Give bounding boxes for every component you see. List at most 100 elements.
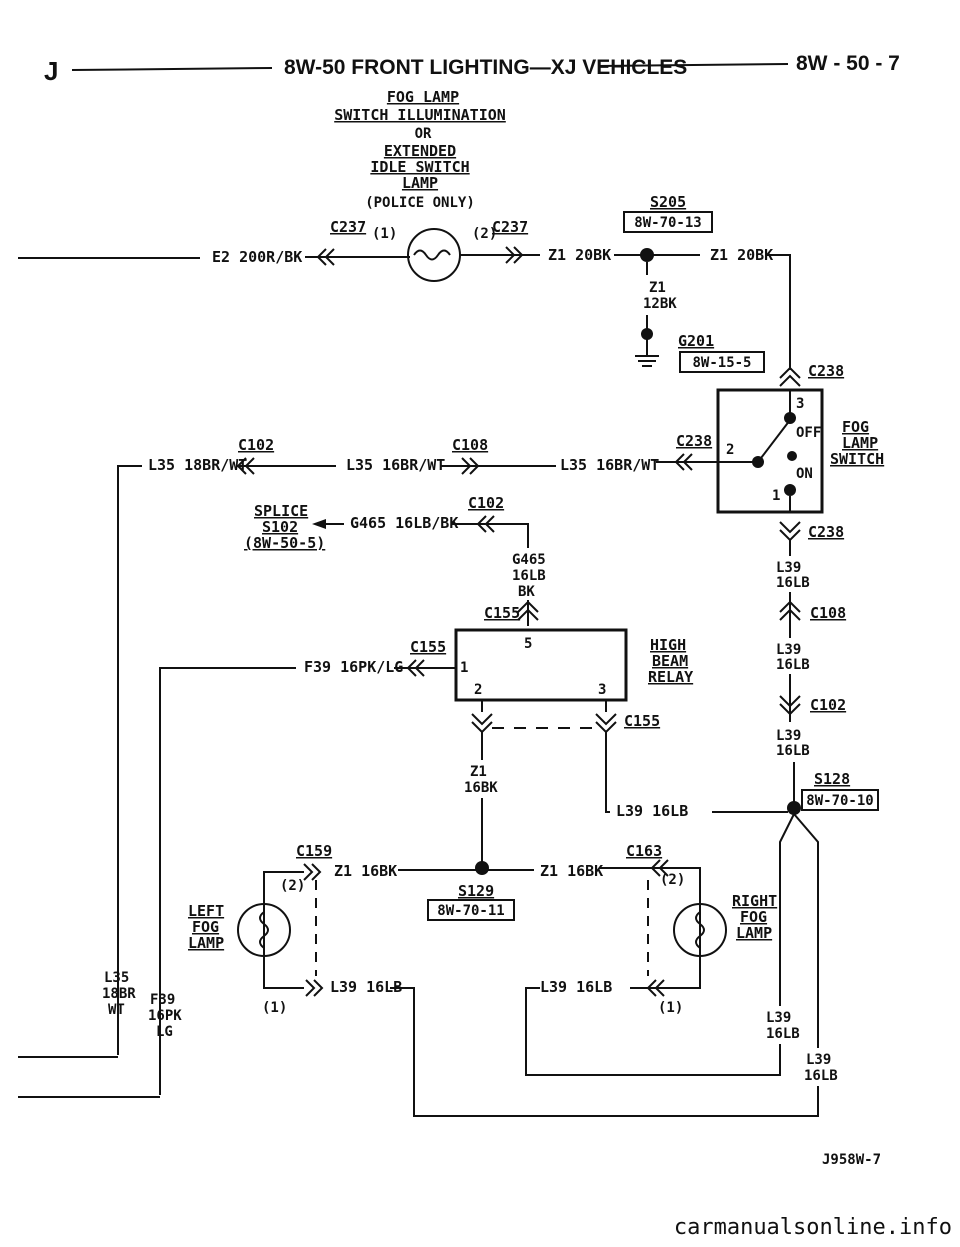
right-lamp-frame <box>664 867 701 989</box>
s128-splice-dot <box>787 801 801 815</box>
wire-label-l39-b-1: L39 <box>776 642 801 658</box>
c163-label: C163 <box>626 842 662 860</box>
header-title: 8W-50 FRONT LIGHTING—XJ VEHICLES <box>284 56 687 79</box>
c238-mid-connector-icon <box>674 453 693 471</box>
lamp-filament-icon <box>413 249 451 261</box>
watermark: carmanualsonline.info <box>0 1212 960 1242</box>
wire-f39-left-vertical <box>159 667 296 1095</box>
wire-l39-right-lamp-return <box>525 987 781 1076</box>
switch-on-label: ON <box>796 466 813 482</box>
top-circuit: E2 200R/BK C237 (1) (2) C237 Z1 20BK S20… <box>18 193 791 373</box>
wire-z1-to-switch <box>766 254 791 370</box>
g201-ref-box <box>679 351 765 373</box>
left-fog-bulb-icon <box>237 903 291 957</box>
wire-label-f39-bottom-1: F39 <box>150 992 175 1008</box>
switch-off-label: OFF <box>796 425 821 441</box>
wire-label-l39-bot2-2: 16LB <box>804 1068 838 1084</box>
c155-top-connector-icon <box>517 600 539 621</box>
wire-label-l39-a-1: L39 <box>776 560 801 576</box>
wire-l39-left-lamp-return <box>390 987 819 1117</box>
c155-left-connector-icon <box>406 659 425 677</box>
wire-label-g465-v-2: 16LB <box>512 568 546 584</box>
wire-l39-relay-down <box>605 732 610 813</box>
right-lamp-pin-2: (2) <box>660 872 685 888</box>
splice-arrow-icon <box>312 519 326 529</box>
wire-label-l35-bottom-2: 18BR <box>102 986 136 1002</box>
illumination-lamp-bulb-icon <box>407 228 461 282</box>
wire-label-z1-20bk-a: Z1 20BK <box>548 246 611 264</box>
g201-label: G201 <box>678 332 714 350</box>
left-fog-label-3: LAMP <box>188 934 224 952</box>
illum-line-3: OR <box>415 126 432 142</box>
switch-contact-on <box>784 484 796 496</box>
c237-right-connector-icon <box>505 246 524 264</box>
right-lamp-pin1-connector-icon <box>646 979 665 997</box>
watermark-svg: carmanualsonline.info <box>674 1215 952 1240</box>
left-lamp-pin1-connector-icon <box>305 979 324 997</box>
c155-pin3-connector-icon <box>595 713 617 734</box>
c102-splice-connector-icon <box>476 515 495 533</box>
c155-top-label: C155 <box>484 604 520 622</box>
s129-ref: 8W-70-11 <box>437 903 504 919</box>
s129-splice-dot <box>475 861 489 875</box>
wire-label-g465-v-1: G465 <box>512 552 546 568</box>
c102-right-label: C102 <box>810 696 846 714</box>
wire-label-l35-a: L35 18BR/WT <box>148 456 247 474</box>
relay-label-3: RELAY <box>648 668 693 686</box>
wire-label-e2: E2 200R/BK <box>212 248 302 266</box>
c159-connector-icon <box>303 863 322 881</box>
right-lamp-pin-1: (1) <box>658 1000 683 1016</box>
fog-switch-label-1: FOG <box>842 418 869 436</box>
wire-label-z1-16bk-l: Z1 16BK <box>334 862 397 880</box>
s205-ref: 8W-70-13 <box>634 215 701 231</box>
g201-ground-dot <box>641 328 653 340</box>
c159-label: C159 <box>296 842 332 860</box>
left-fog-label-2: FOG <box>192 918 219 936</box>
wire-label-l39-bot2-1: L39 <box>806 1052 831 1068</box>
c238-top-label: C238 <box>808 362 844 380</box>
splice-label-1: SPLICE <box>254 502 308 520</box>
illum-line-5: IDLE SWITCH <box>370 158 469 176</box>
l39-right-vertical: L39 16LB C108 L39 16LB C102 L39 16LB S12… <box>390 540 879 1117</box>
watermark-text: carmanualsonline.info <box>674 1215 952 1240</box>
header-letter: J <box>44 56 58 86</box>
switch-lever <box>757 419 791 463</box>
wire-label-l39-bot1-1: L39 <box>766 1010 791 1026</box>
c237-left-label: C237 <box>330 218 366 236</box>
wire-s128-left-branch <box>779 813 795 1006</box>
relay-housing <box>454 628 628 702</box>
wire-label-l35-b: L35 16BR/WT <box>346 456 445 474</box>
wire-label-l39-bot1-2: 16LB <box>766 1026 800 1042</box>
wire-l35-left-vertical <box>117 465 142 1055</box>
wire-label-l39-c-1: L39 <box>776 728 801 744</box>
wire-label-l39-c-2: 16LB <box>776 743 810 759</box>
splice-label-3: (8W-50-5) <box>244 534 325 552</box>
left-lamp-pin-1: (1) <box>262 1000 287 1016</box>
c237-right-label: C237 <box>492 218 528 236</box>
c238-top-connector-icon <box>779 366 801 387</box>
wire-label-l39-left-lamp: L39 16LB <box>330 978 402 996</box>
switch-contact-mid <box>787 451 797 461</box>
s129-label: S129 <box>458 882 494 900</box>
s205-splice-dot <box>640 248 654 262</box>
illum-line-1: FOG LAMP <box>387 88 459 106</box>
right-fog-label-3: LAMP <box>736 924 772 942</box>
wire-label-f39-bottom-2: 16PK <box>148 1008 182 1024</box>
wire-label-z1-12bk-1: Z1 <box>649 280 666 296</box>
wire-label-l35-c: L35 16BR/WT <box>560 456 659 474</box>
splice-label-2: S102 <box>262 518 298 536</box>
right-fog-label-2: FOG <box>740 908 767 926</box>
c102-left-label: C102 <box>238 436 274 454</box>
wire-label-g465: G465 16LB/BK <box>350 514 458 532</box>
c102-splice-label: C102 <box>468 494 504 512</box>
wire-label-l39-horizontal: L39 16LB <box>616 802 688 820</box>
c155-left-label: C155 <box>410 638 446 656</box>
fog-switch-label-2: LAMP <box>842 434 878 452</box>
header-rule-right <box>597 63 789 67</box>
header-rule-left <box>71 67 273 71</box>
s205-label: S205 <box>650 193 686 211</box>
wire-label-f39-bottom-3: LG <box>156 1024 173 1040</box>
illum-line-6: LAMP <box>402 174 438 192</box>
c237-right-pin: (2) <box>472 226 497 242</box>
right-fog-label-1: RIGHT <box>732 892 777 910</box>
